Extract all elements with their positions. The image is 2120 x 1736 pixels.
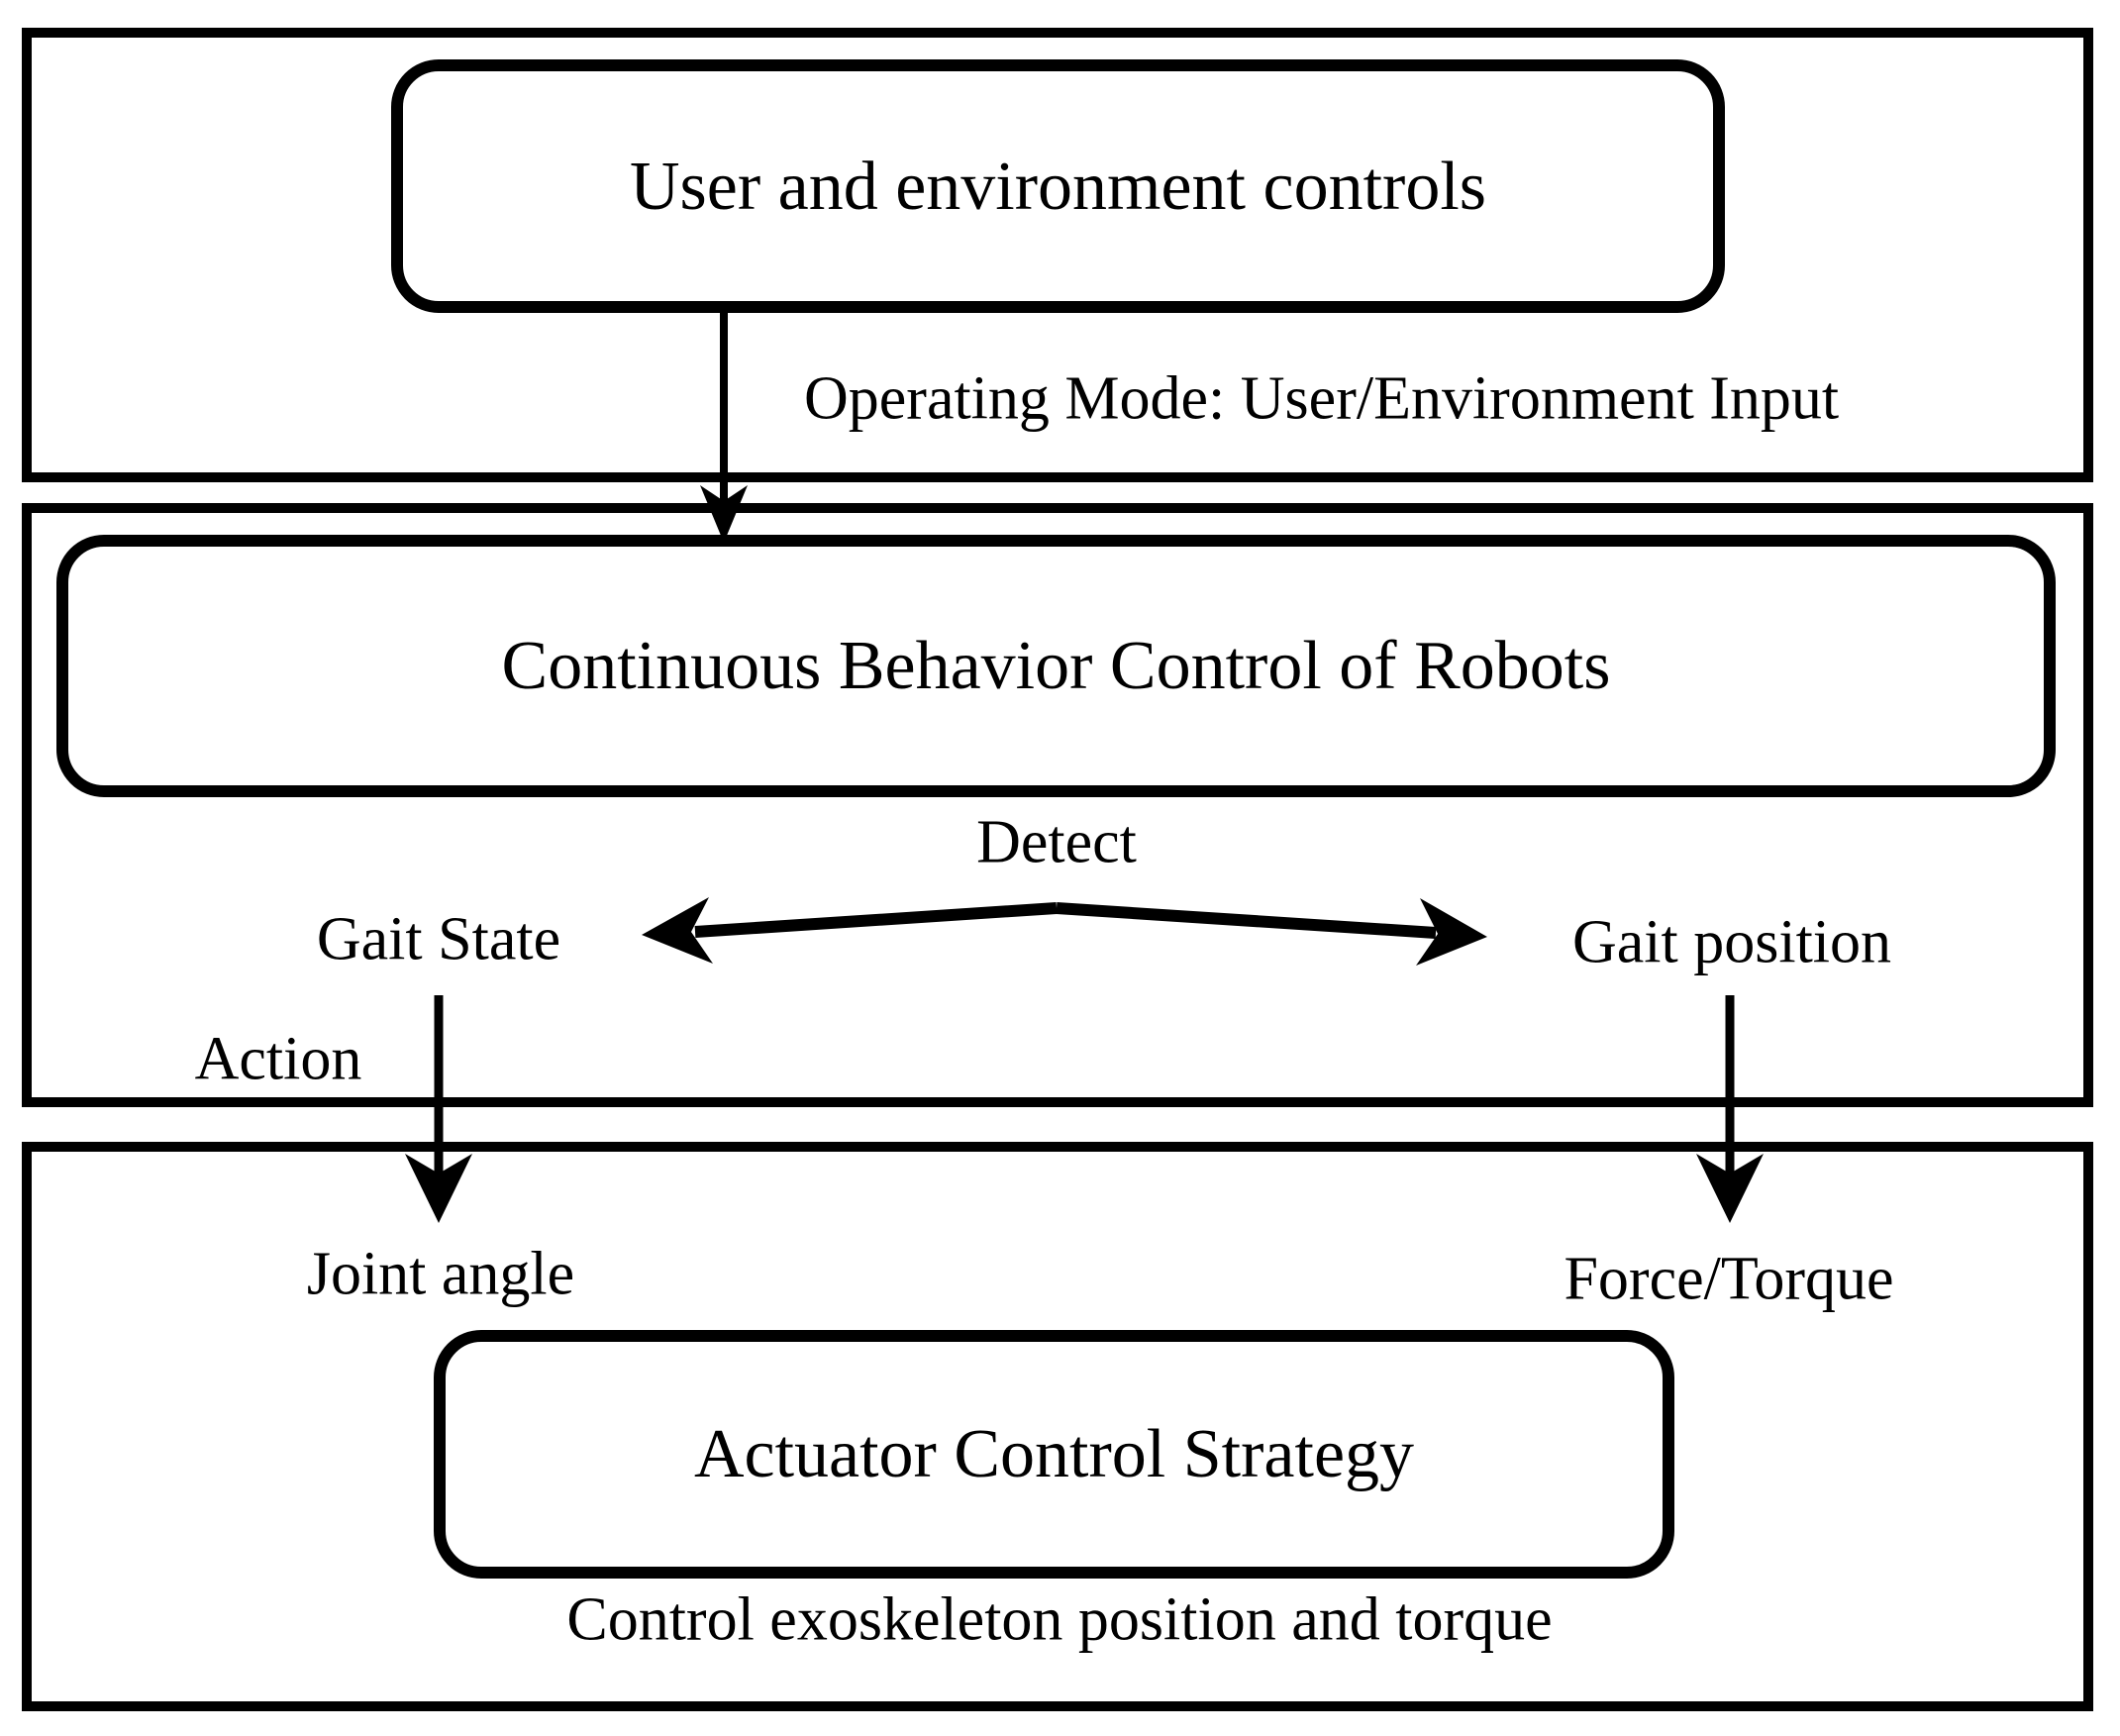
control-exoskeleton-caption: Control exoskeleton position and torque <box>566 1585 1553 1654</box>
user-environment-controls-box: User and environment controls <box>391 59 1725 313</box>
joint-angle-label: Joint angle <box>306 1240 575 1308</box>
gait-state-label: Gait State <box>316 905 561 973</box>
user-environment-controls-label: User and environment controls <box>629 148 1487 225</box>
bottom-section-box <box>22 1142 2093 1711</box>
continuous-behavior-control-label: Continuous Behavior Control of Robots <box>501 628 1611 704</box>
action-label: Action <box>194 1025 362 1093</box>
top-section-box <box>22 28 2093 482</box>
force-torque-label: Force/Torque <box>1564 1245 1894 1313</box>
middle-section-box <box>22 503 2093 1107</box>
actuator-control-strategy-label: Actuator Control Strategy <box>693 1416 1415 1492</box>
operating-mode-label: Operating Mode: User/Environment Input <box>804 364 1840 433</box>
continuous-behavior-control-box: Continuous Behavior Control of Robots <box>56 535 2056 797</box>
detect-label: Detect <box>976 808 1137 876</box>
gait-position-label: Gait position <box>1571 908 1892 976</box>
actuator-control-strategy-box: Actuator Control Strategy <box>434 1330 1674 1579</box>
